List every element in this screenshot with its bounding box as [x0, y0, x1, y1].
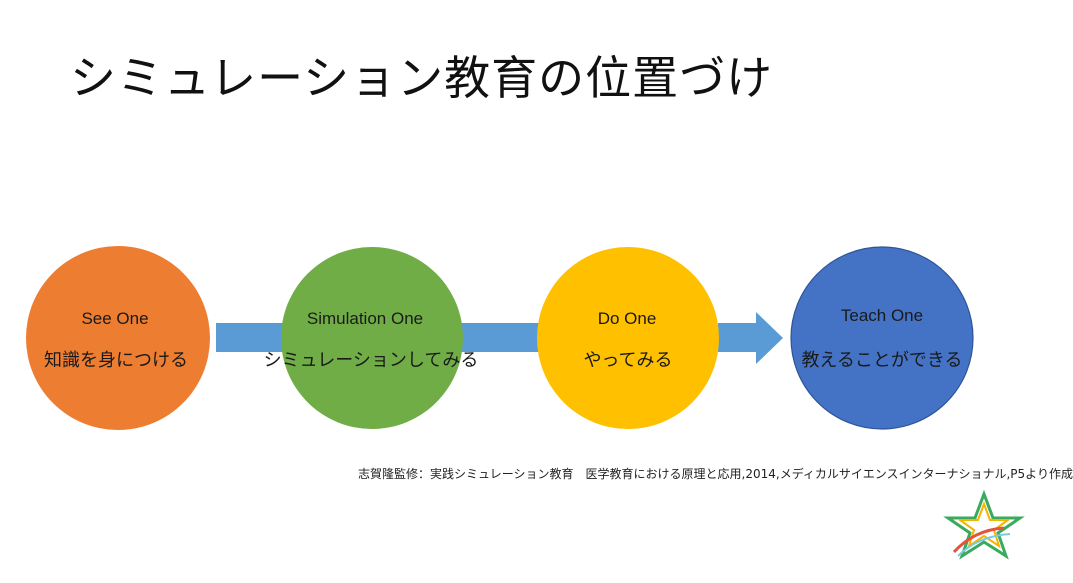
step-label-do-one: Do One: [598, 309, 657, 328]
slide-title: シミュレーション教育の位置づけ: [70, 51, 774, 105]
arrow-connector-2: [455, 323, 545, 352]
process-diagram: See One 知識を身につける Simulation One シミュレーション…: [26, 246, 974, 430]
step-desc-teach-one: 教えることができる: [801, 350, 962, 371]
step-label-simulation-one: Simulation One: [307, 309, 423, 328]
step-circle-do-one: [537, 247, 719, 429]
citation-text: 志賀隆監修：実践シミュレーション教育 医学教育における原理と応用,2014,メデ…: [358, 467, 1073, 481]
step-see-one: See One 知識を身につける: [26, 246, 210, 430]
step-circle-see-one: [26, 246, 210, 430]
step-desc-simulation-one: シミュレーションしてみる: [264, 350, 479, 371]
step-desc-see-one: 知識を身につける: [44, 350, 188, 371]
step-simulation-one: Simulation One シミュレーションしてみる: [264, 247, 479, 429]
step-circle-teach-one: [790, 246, 974, 430]
step-teach-one: Teach One 教えることができる: [790, 246, 974, 430]
star-logo-icon: [943, 489, 1025, 560]
step-circle-simulation-one: [281, 247, 463, 429]
step-do-one: Do One やってみる: [537, 247, 719, 429]
step-desc-do-one: やってみる: [583, 350, 672, 371]
step-label-teach-one: Teach One: [841, 306, 923, 325]
arrow-head-3: [718, 312, 783, 364]
step-label-see-one: See One: [81, 309, 148, 328]
